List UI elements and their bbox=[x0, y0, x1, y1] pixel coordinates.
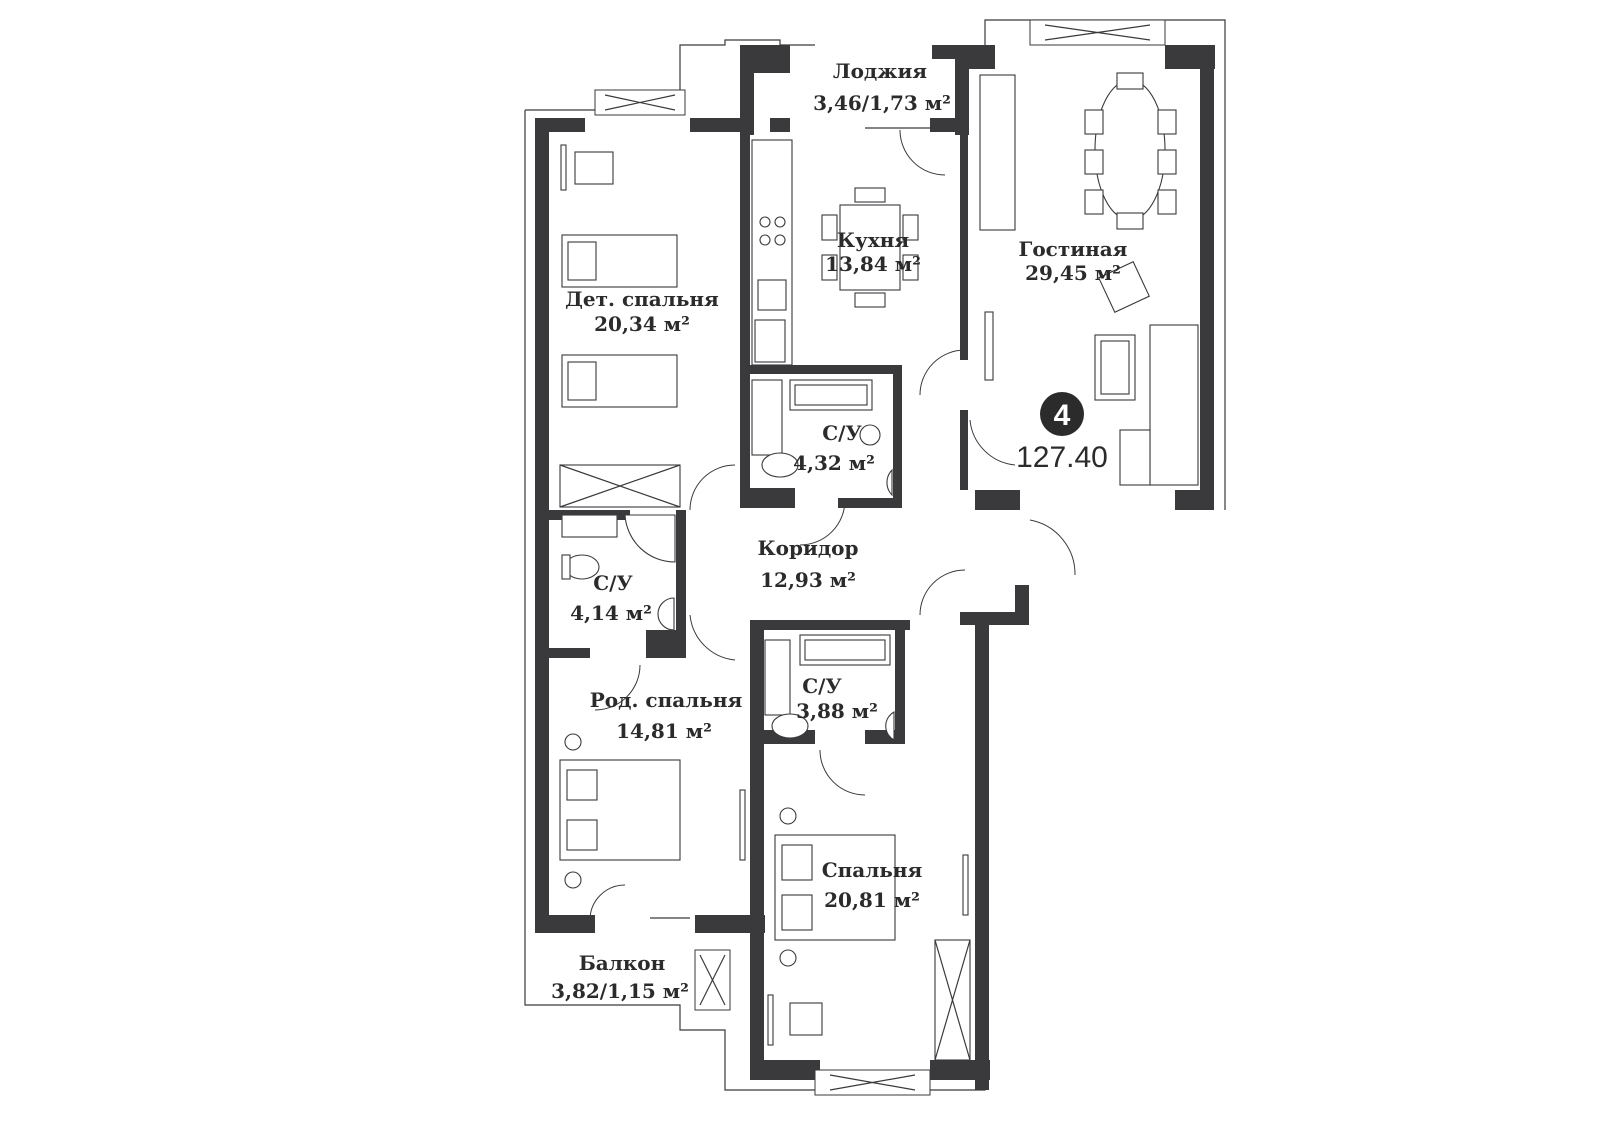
room-area: 20,81 м² bbox=[824, 888, 920, 912]
room-area: 4,14 м² bbox=[570, 601, 652, 625]
room-name: Гостиная bbox=[1019, 237, 1128, 261]
room-label-loggia: Лоджия 3,46/1,73 м² bbox=[813, 59, 951, 115]
walls bbox=[535, 45, 1215, 1090]
room-name: Коридор bbox=[757, 536, 858, 560]
room-area: 3,82/1,15 м² bbox=[551, 979, 689, 1003]
room-label-bath-1: С/У 4,32 м² bbox=[793, 421, 875, 475]
room-name: С/У bbox=[593, 571, 632, 595]
bedroom-furniture bbox=[767, 807, 971, 1061]
apartment-badge: 4 127.40 bbox=[1016, 392, 1108, 474]
room-name: Дет. спальня bbox=[565, 287, 719, 311]
room-label-balcony: Балкон 3,82/1,15 м² bbox=[551, 951, 689, 1003]
room-label-corridor: Коридор 12,93 м² bbox=[757, 536, 858, 592]
room-label-parents-bedroom: Род. спальня 14,81 м² bbox=[590, 688, 743, 743]
doors bbox=[589, 129, 1076, 921]
room-name: С/У bbox=[802, 674, 841, 698]
bath-2-fixtures bbox=[561, 514, 676, 631]
room-area: 13,84 м² bbox=[825, 252, 921, 276]
bath-1-fixtures bbox=[751, 379, 893, 497]
room-name: Род. спальня bbox=[590, 688, 743, 712]
room-label-kitchen: Кухня 13,84 м² bbox=[825, 228, 921, 276]
kitchen-furniture bbox=[751, 139, 919, 366]
room-label-bedroom: Спальня 20,81 м² bbox=[822, 858, 923, 912]
total-area: 127.40 bbox=[1016, 441, 1108, 474]
windows bbox=[594, 19, 1166, 1096]
room-area: 3,46/1,73 м² bbox=[813, 91, 951, 115]
parents-bedroom-furniture bbox=[559, 733, 746, 889]
rooms-count: 4 bbox=[1054, 399, 1071, 432]
room-area: 12,93 м² bbox=[760, 568, 856, 592]
bath-3-fixtures bbox=[764, 634, 895, 741]
living-room-furniture bbox=[979, 72, 1199, 486]
room-area: 14,81 м² bbox=[616, 719, 712, 743]
rooms-count-badge bbox=[1040, 392, 1084, 436]
room-name: Лоджия bbox=[833, 59, 927, 83]
room-name: Кухня bbox=[837, 228, 910, 252]
room-area: 3,88 м² bbox=[796, 699, 878, 723]
room-label-bath-2: С/У 4,14 м² bbox=[570, 571, 652, 625]
room-label-kids-bedroom: Дет. спальня 20,34 м² bbox=[565, 287, 719, 336]
room-name: Спальня bbox=[822, 858, 923, 882]
room-area: 20,34 м² bbox=[594, 312, 690, 336]
room-area: 4,32 м² bbox=[793, 451, 875, 475]
kids-bedroom-furniture bbox=[559, 144, 681, 508]
room-area: 29,45 м² bbox=[1025, 261, 1121, 285]
room-label-bath-3: С/У 3,88 м² bbox=[796, 674, 878, 723]
room-name: С/У bbox=[822, 421, 861, 445]
room-label-living: Гостиная 29,45 м² bbox=[1019, 237, 1128, 285]
room-name: Балкон bbox=[579, 951, 666, 975]
facade-outline bbox=[524, 19, 1226, 1091]
